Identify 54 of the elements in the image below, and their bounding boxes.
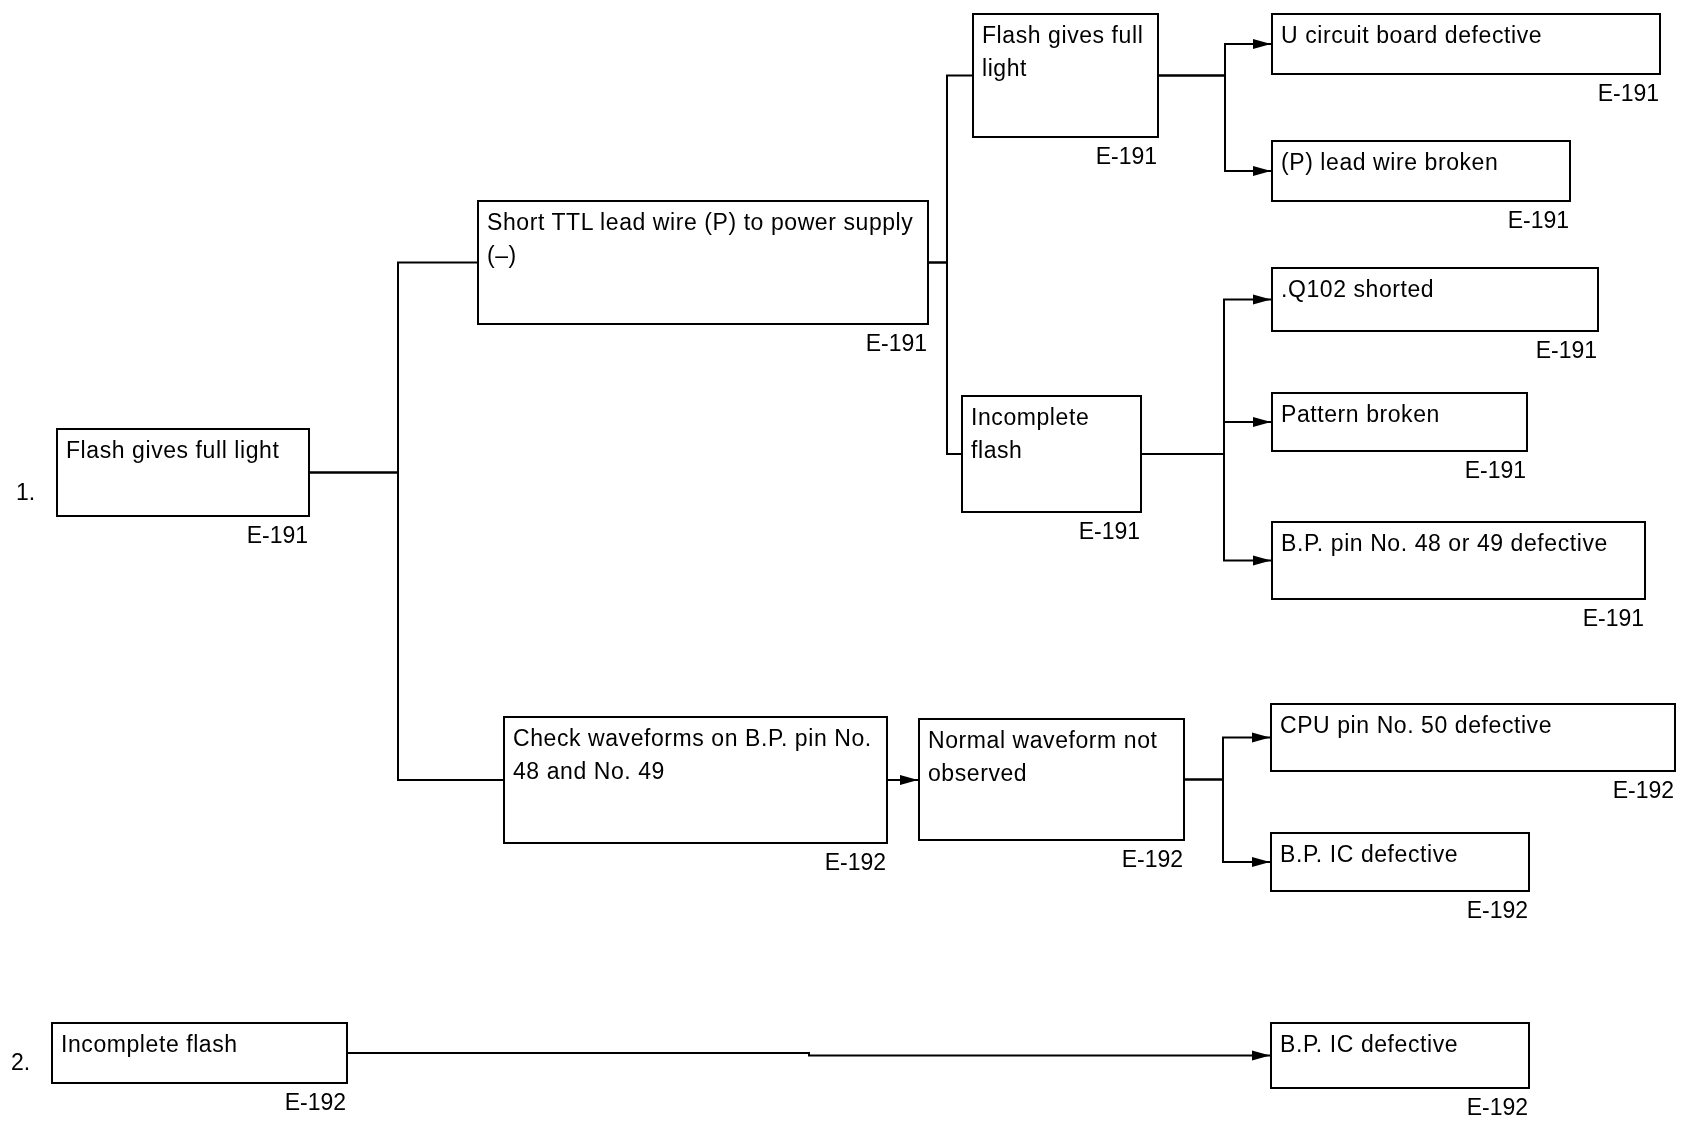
box-text: B.P. IC defective	[1280, 840, 1460, 869]
process-box	[1271, 267, 1599, 332]
box-text: Pattern broken	[1281, 400, 1441, 429]
connector-line	[347, 1050, 1271, 1061]
reference-code: E-191	[1535, 336, 1597, 364]
box-text: B.P. pin No. 48 or 49 defective	[1281, 529, 1609, 558]
process-box	[477, 200, 929, 325]
reference-code: E-192	[824, 848, 886, 876]
connector-line	[1141, 453, 1272, 566]
process-box	[503, 716, 888, 844]
box-text: U circuit board defective	[1281, 21, 1544, 50]
process-box	[1270, 1022, 1530, 1089]
step-number: 2.	[11, 1048, 31, 1076]
process-box	[1271, 140, 1571, 202]
reference-code: E-192	[1121, 845, 1183, 873]
box-text: Flash gives full light	[982, 21, 1145, 83]
connector-line	[928, 261, 962, 455]
process-box	[961, 395, 1142, 513]
reference-code: E-191	[1078, 517, 1140, 545]
box-text: (P) lead wire broken	[1281, 148, 1500, 177]
reference-code: E-191	[1582, 604, 1644, 632]
process-box	[56, 428, 310, 517]
connector-line	[1184, 778, 1271, 867]
reference-code: E-191	[1597, 79, 1659, 107]
box-text: Flash gives full light	[66, 436, 281, 465]
connector-line	[1158, 74, 1272, 176]
connector-line	[309, 471, 504, 781]
box-text: CPU pin No. 50 defective	[1280, 711, 1554, 740]
process-box	[972, 13, 1159, 138]
process-box	[1270, 832, 1530, 892]
box-text: Check waveforms on B.P. pin No. 48 and No. 49	[513, 724, 873, 786]
process-box	[918, 718, 1185, 841]
reference-code: E-191	[1507, 206, 1569, 234]
box-text: B.P. IC defective	[1280, 1030, 1460, 1059]
reference-code: E-192	[1466, 1093, 1528, 1121]
reference-code: E-191	[1095, 142, 1157, 170]
step-number: 1.	[16, 478, 36, 506]
box-text: .Q102 shorted	[1281, 275, 1436, 304]
reference-code: E-192	[1466, 896, 1528, 924]
reference-code: E-192	[1612, 776, 1674, 804]
reference-code: E-191	[1464, 456, 1526, 484]
process-box	[1270, 703, 1676, 772]
box-text: Short TTL lead wire (P) to power supply (–)	[487, 208, 915, 270]
box-text: Incomplete flash	[61, 1030, 239, 1059]
process-box	[1271, 392, 1528, 452]
connector-line	[887, 775, 919, 785]
reference-code: E-192	[284, 1088, 346, 1116]
reference-code: E-191	[865, 329, 927, 357]
process-box	[51, 1022, 348, 1084]
process-box	[1271, 13, 1661, 75]
reference-code: E-191	[246, 521, 308, 549]
process-box	[1271, 521, 1646, 600]
box-text: Incomplete flash	[971, 403, 1091, 465]
box-text: Normal waveform not observed	[928, 726, 1159, 788]
